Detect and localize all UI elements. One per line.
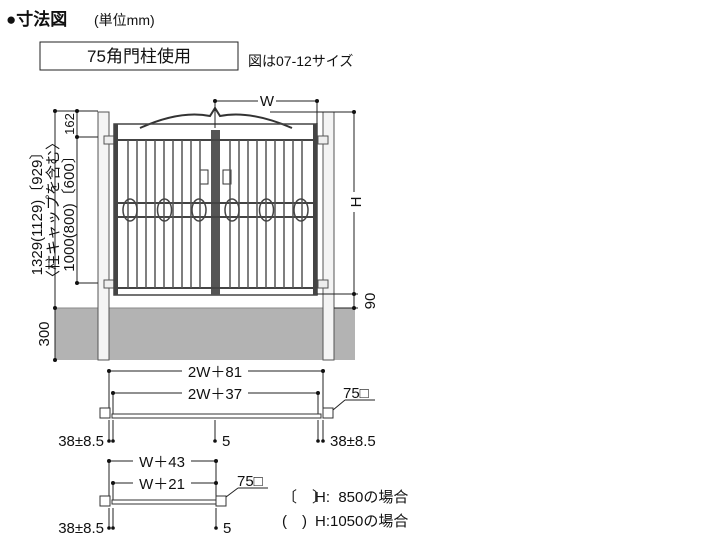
double-right-offset: 38±8.5 bbox=[330, 433, 376, 450]
left-post bbox=[97, 111, 110, 361]
single-outer-label: W＋43 bbox=[139, 454, 185, 471]
height-legend: 〔 〕 H: 850の場合 ( ) H:1050の場合 bbox=[282, 489, 408, 530]
single-gate-plan: W＋43 W＋21 75□ 38±8.5 5 bbox=[58, 452, 268, 537]
gate-ornament bbox=[156, 198, 173, 222]
size-note: 図は07-12サイズ bbox=[248, 53, 353, 69]
height-label: H bbox=[348, 197, 365, 208]
gate-height-label: 1000(800)〔600〕 bbox=[61, 148, 78, 271]
double-center-gap: 5 bbox=[222, 433, 230, 450]
gate-center-bar bbox=[211, 130, 220, 295]
diagram-title: ●寸法図 bbox=[6, 9, 67, 29]
double-inner-label: 2W＋37 bbox=[188, 386, 242, 403]
hinge-bottom-left bbox=[103, 279, 115, 289]
single-post-size: 75□ bbox=[237, 473, 263, 490]
foundation-label: 300 bbox=[36, 321, 53, 346]
gate-crest bbox=[139, 106, 293, 129]
legend-bracket: ( ) bbox=[282, 513, 307, 530]
legend-bracket: 〔 〕 bbox=[282, 489, 327, 506]
unit-note: (単位mm) bbox=[94, 12, 155, 28]
width-dimension: W bbox=[213, 92, 319, 128]
post-box-label: 75角門柱使用 bbox=[87, 46, 191, 66]
total-height-label: 1329(1129)〔929〕 bbox=[29, 145, 46, 276]
width-label: W bbox=[260, 93, 275, 110]
left-handle bbox=[199, 169, 209, 185]
left-dimensions: 162 1329(1129)〔929〕 〈柱キャップを含む〉 1000(800)… bbox=[29, 109, 98, 362]
single-left-offset: 38±8.5 bbox=[58, 520, 104, 537]
double-outer-label: 2W＋81 bbox=[188, 364, 242, 381]
hinge-top-left bbox=[103, 135, 115, 145]
gate-ornament bbox=[258, 198, 275, 222]
single-inner-label: W＋21 bbox=[139, 476, 185, 493]
top-extra-label: 162 bbox=[62, 113, 77, 135]
gate-left-stile bbox=[114, 124, 118, 295]
cap-note-label: 〈柱キャップを含む〉 bbox=[45, 135, 62, 285]
gate-ornament bbox=[191, 198, 207, 222]
legend-text: H: 850の場合 bbox=[315, 489, 408, 506]
hinge-bottom-right bbox=[317, 279, 329, 289]
single-end-gap: 5 bbox=[223, 520, 231, 537]
gate-ornament bbox=[122, 198, 138, 222]
right-handle bbox=[222, 169, 232, 185]
height-dimension: H 90 bbox=[270, 110, 379, 310]
gate-ornament bbox=[224, 198, 240, 222]
bottom-gap-label: 90 bbox=[362, 293, 379, 310]
double-gate-plan: 2W＋81 2W＋37 75□ 38±8.5 5 38±8.5 bbox=[58, 362, 376, 450]
hinge-top-right bbox=[317, 135, 329, 145]
gate-elevation bbox=[113, 106, 318, 296]
post-box bbox=[39, 41, 239, 71]
gate-right-stile bbox=[313, 124, 317, 295]
legend-text: H:1050の場合 bbox=[315, 513, 408, 530]
gate-ornament bbox=[293, 198, 309, 222]
double-left-offset: 38±8.5 bbox=[58, 433, 104, 450]
right-post bbox=[322, 111, 335, 361]
double-post-size: 75□ bbox=[343, 385, 369, 402]
